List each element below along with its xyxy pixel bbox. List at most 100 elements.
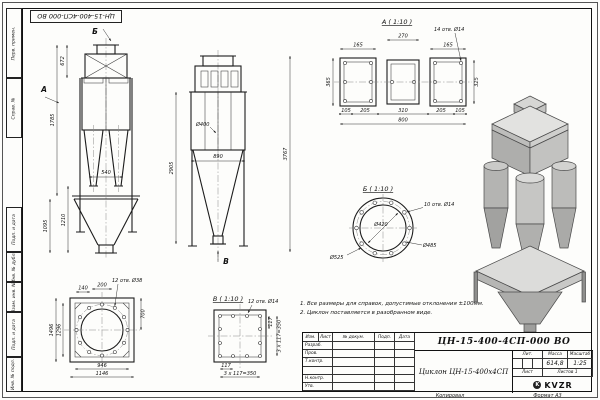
company-logo-icon: K [533,381,542,389]
margin-cell-inv-dubl: Инв. № дубл. [6,252,22,282]
margin-cell-vzam-inv: Взам. инв. № [6,282,22,312]
tb-header-izm: Изм. [303,333,319,342]
tb-empty [375,374,395,383]
dim-270: 270 [398,34,408,40]
format-label: Формат А3 [533,393,562,399]
margin-label: Справ. № [11,97,17,119]
dim-946: 946 [97,363,107,369]
tb-role-razrab: Разраб. [303,342,333,351]
margin-label: Перв. примен. [11,26,17,60]
margin-cell-perv-primen: Перв. примен. [6,8,22,78]
dim-1496: 1496 [49,324,55,337]
tb-empty [395,358,415,367]
tb-empty [375,342,395,351]
dim-dia400: Ø400 [195,121,209,128]
dim-700: 700 [141,309,147,319]
margin-label: Подп. и дата [11,319,17,350]
dim-350-right: 3 х 117=350 [277,320,283,353]
tb-empty [375,350,395,359]
tb-mass-label: Масса [543,351,568,359]
dim-800: 800 [398,118,408,124]
dim-672: 672 [60,56,66,66]
tb-header-doc: № докум. [333,333,375,342]
tb-company-cell: K KVZR [513,377,593,393]
dim-dia420: Ø420 [373,221,387,228]
title-block-revision-table: Изм. Лист № докум. Подп. Дата Разраб. Пр… [303,333,415,392]
tb-empty [375,382,395,392]
dim-2905: 2905 [169,162,175,175]
notes-block: 1. Все размеры для справок, допустимые о… [300,300,590,318]
dim-165-right: 165 [443,43,453,49]
detail-a-view: А ( 1:10 ) 14 отв. Ø14 165 270 165 [326,18,480,125]
tb-sheet-label: Лист [513,369,543,377]
margin-cell-sprav-no: Справ. № [6,78,22,138]
tb-empty [395,374,415,383]
top-doc-number: ЦН-15-400-4СП-000 ВО [37,12,115,21]
view-marker-v: В [223,257,229,266]
dim-325: 325 [474,77,480,87]
detail-v-holes-label: 12 отв. Ø14 [248,298,278,305]
tb-sheets-cell: Листов 1 [543,369,593,377]
bottom-view-holes-label: 12 отв. Ø38 [112,277,142,284]
tb-lit-label: Лит. [513,351,543,359]
tb-role-blank [303,366,333,375]
tb-role-tkontr: Т.контр. [303,358,333,367]
tb-empty [375,366,395,375]
tb-empty [395,350,415,359]
margin-label: Инв. № подл. [11,358,17,391]
detail-v-title: В ( 1:10 ) [213,295,243,303]
note-line-1: 1. Все размеры для справок, допустимые о… [300,301,484,307]
title-block: Изм. Лист № докум. Подп. Дата Разраб. Пр… [302,332,593,393]
tb-product-name: Циклон ЦН-15-400х4СП [415,351,513,393]
tb-header-data: Дата [395,333,415,342]
dim-205-2: 205 [436,108,446,114]
tb-lit-cell [513,359,523,369]
dim-1095: 1095 [43,220,49,233]
dim-1146: 1146 [96,371,109,377]
detail-b-view: Б ( 1:10 ) Ø420 10 отв. Ø14 Ø485 Ø525 [329,185,454,262]
detail-b-title: Б ( 1:10 ) [363,185,393,193]
tb-empty [333,382,375,392]
front-view: 540 672 1785 1210 1095 А Б [40,27,140,258]
dim-540: 540 [101,170,111,176]
title-block-right: Лит. Масса Масштаб 614,8 1:25 Лист Листо… [513,351,593,393]
dim-165-left: 165 [353,43,363,49]
isometric-view [473,95,586,333]
dim-105-1: 105 [341,108,351,114]
detail-v-view: В ( 1:10 ) 12 отв. Ø14 117 3 х 117=350 1… [208,295,283,378]
copied-label: Копировал [435,393,465,399]
tb-sheets-label: Листов [557,370,574,375]
dim-dia525: Ø525 [329,254,343,261]
dim-1785: 1785 [50,114,56,127]
tb-empty [333,350,375,359]
dim-117-right: 117 [268,316,274,326]
dim-105-2: 105 [455,108,465,114]
bottom-flange-view: 140 200 12 отв. Ø38 700 1496 1296 946 11… [49,277,147,378]
dim-205-1: 205 [360,108,370,114]
tb-empty [395,342,415,351]
view-marker-a: А [40,85,47,94]
tb-empty [395,366,415,375]
tb-designation: ЦН-15-400-4СП-000 ВО [415,333,593,351]
tb-header-podp: Подп. [375,333,395,342]
side-view: Ø400 890 2905 3767 В [169,50,291,266]
tb-empty [333,374,375,383]
margin-label: Подп. и дата [11,214,17,245]
tb-role-utv: Утв. [303,382,333,392]
dim-350-bottom: 3 х 117=350 [224,371,257,377]
note-line-2: 2. Циклон поставляется в разобранном вид… [300,310,433,316]
detail-a-holes-label: 14 отв. Ø14 [434,26,464,33]
tb-empty [333,358,375,367]
dim-140: 140 [78,286,88,292]
tb-empty [375,358,395,367]
dim-1296: 1296 [57,324,63,337]
margin-cell-podp-data-2: Подп. и дата [6,312,22,357]
tb-lit-cell [523,359,533,369]
tb-empty [333,342,375,351]
dim-dia485: Ø485 [422,242,436,249]
tb-role-nkontr: Н.контр. [303,374,333,383]
view-marker-b: Б [92,27,98,36]
top-doc-number-stamp: ЦН-15-400-4СП-000 ВО [30,10,122,23]
